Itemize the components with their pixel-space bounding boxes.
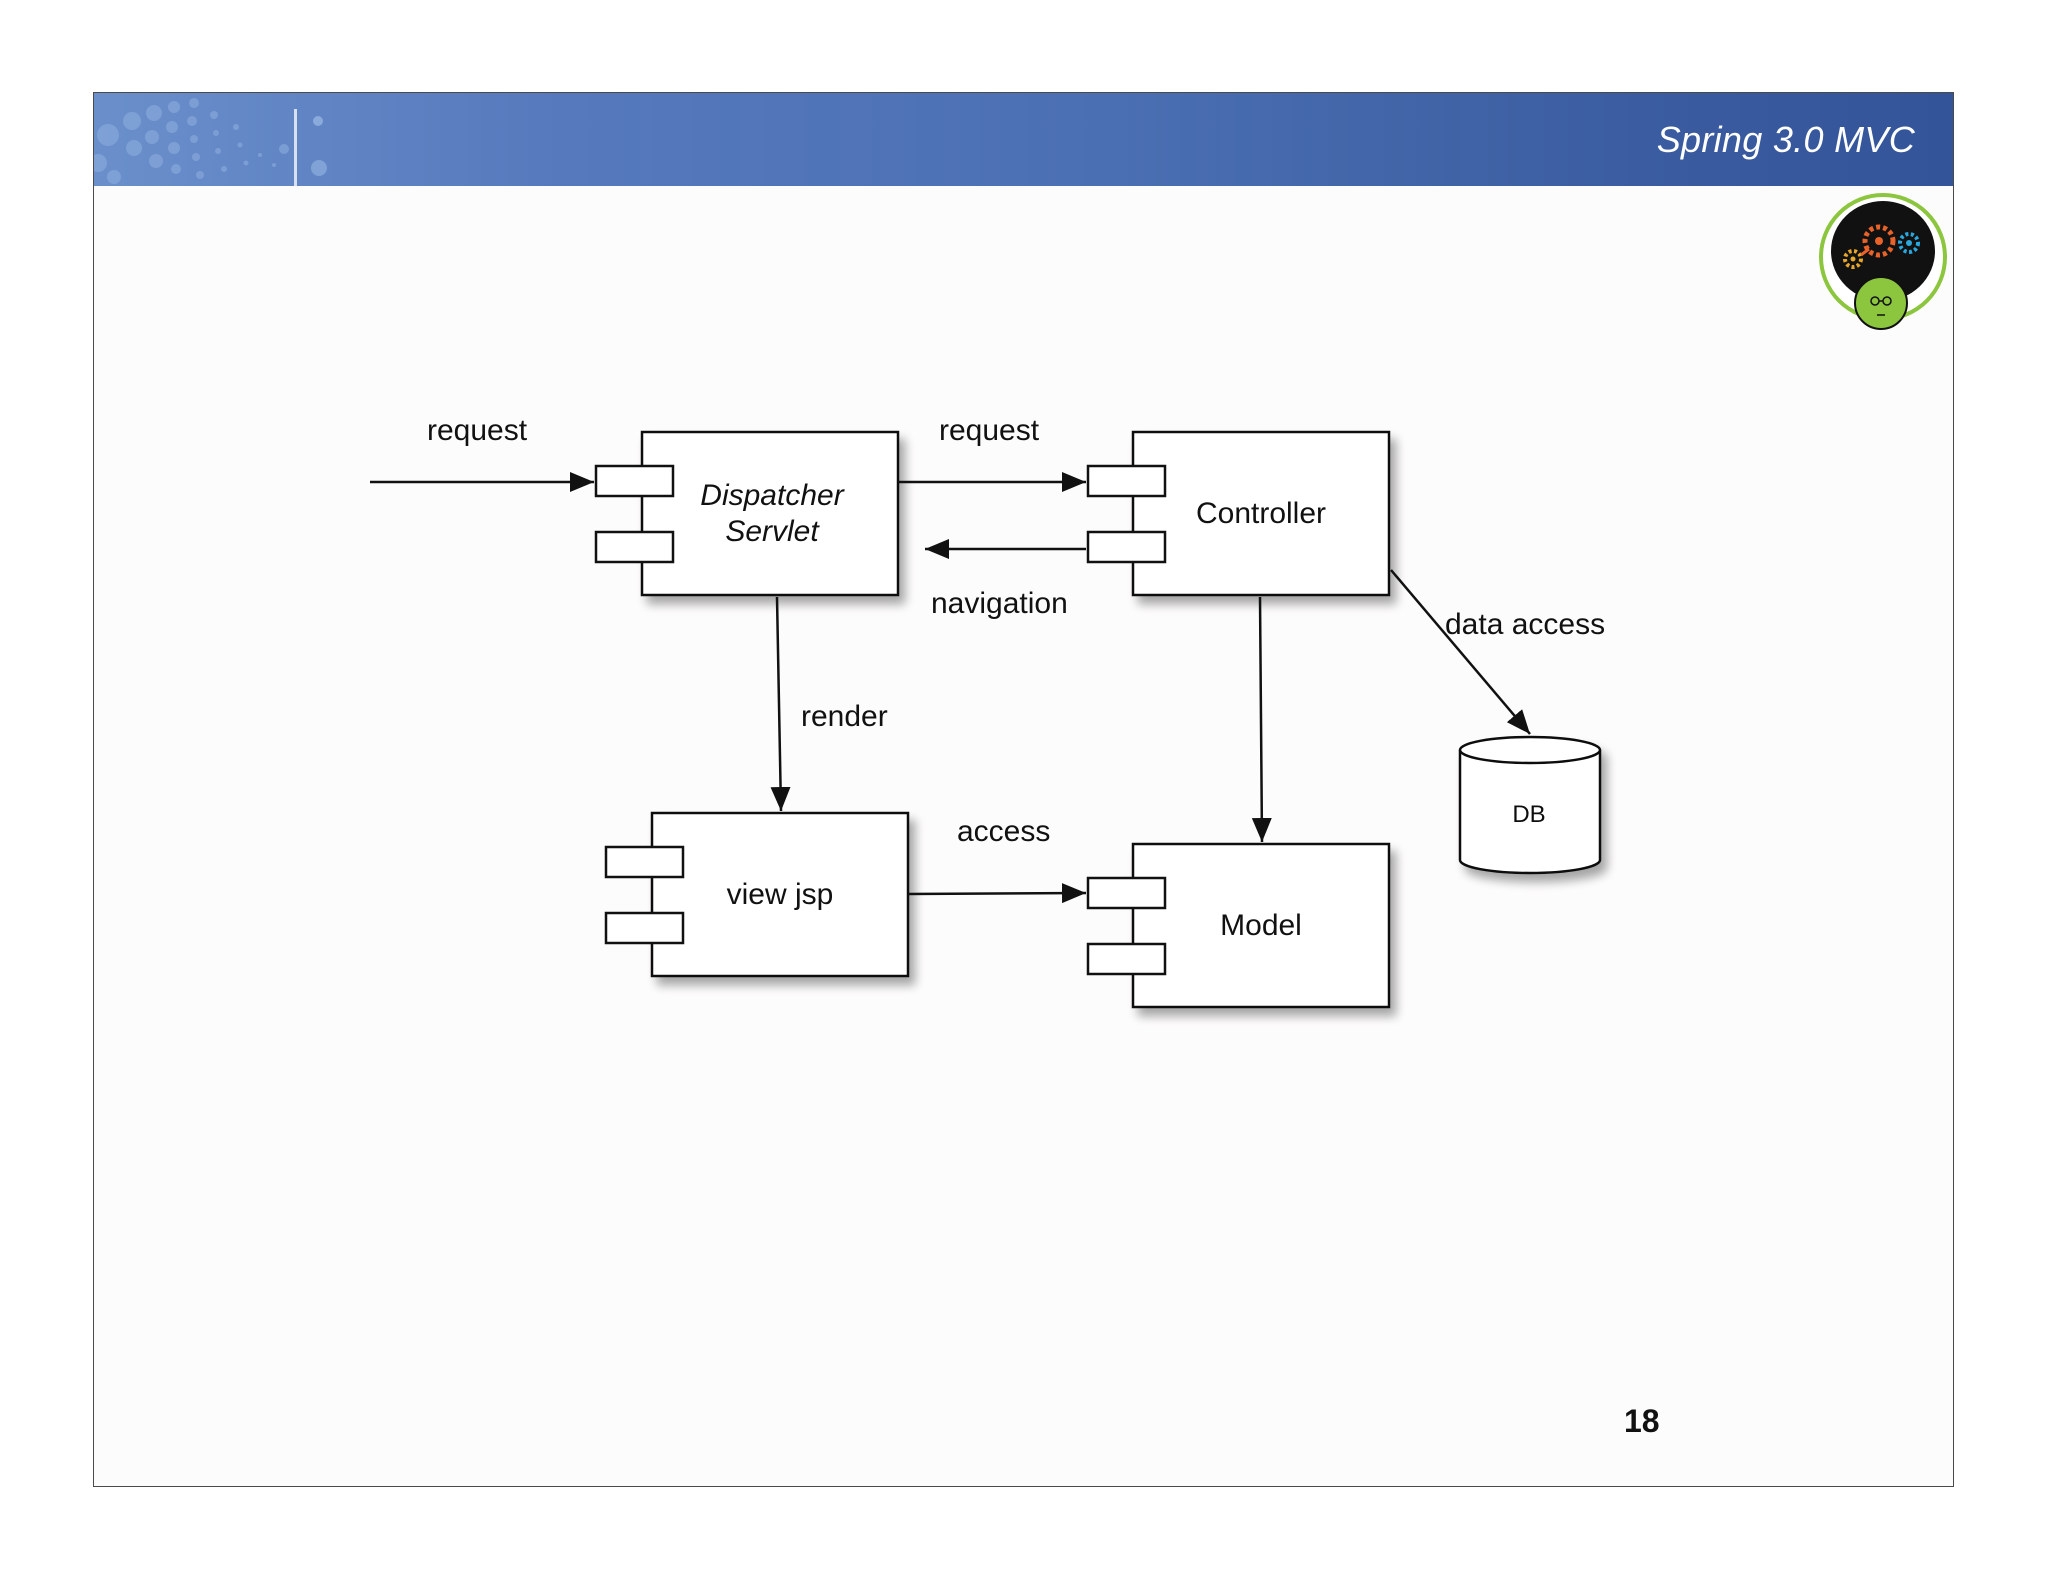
data-access-arrow <box>1390 569 1531 735</box>
request-label: request <box>939 414 1040 447</box>
slide-title: Spring 3.0 MVC <box>1656 119 1915 160</box>
access-label: access <box>957 815 1050 848</box>
dispatcher-label-line2: Servlet <box>725 515 820 548</box>
dispatcher-servlet-component: Dispatcher Servlet <box>594 430 900 597</box>
view-jsp-label: view jsp <box>727 878 834 911</box>
gear-icon <box>1898 232 1920 254</box>
incoming-request-label: request <box>427 414 528 447</box>
page-number: 18 <box>1624 1403 1660 1439</box>
dispatcher-label-line1: Dispatcher <box>700 479 844 512</box>
db-cylinder: DB <box>1458 735 1602 875</box>
controller-component: Controller <box>1086 430 1391 597</box>
db-label: DB <box>1512 801 1545 828</box>
view-jsp-component: view jsp <box>604 811 910 978</box>
spring-logo <box>1819 193 1947 330</box>
slide: Spring 3.0 MVC 18 <box>93 92 1954 1487</box>
controller-label: Controller <box>1196 497 1326 530</box>
access-arrow <box>907 883 1087 904</box>
header-divider <box>294 109 297 186</box>
render-label: render <box>801 700 888 733</box>
navigation-label: navigation <box>931 587 1068 620</box>
model-component: Model <box>1086 842 1391 1009</box>
header-dot-accents <box>311 116 327 176</box>
controller-to-model-arrow <box>1251 596 1272 843</box>
model-label: Model <box>1220 909 1302 942</box>
render-arrow <box>770 596 791 812</box>
data-access-label: data access <box>1445 608 1605 641</box>
gear-icon <box>1843 249 1863 269</box>
gear-icon <box>1862 224 1896 258</box>
header-dot-pattern <box>94 98 289 184</box>
header-bar: Spring 3.0 MVC <box>94 93 1953 186</box>
